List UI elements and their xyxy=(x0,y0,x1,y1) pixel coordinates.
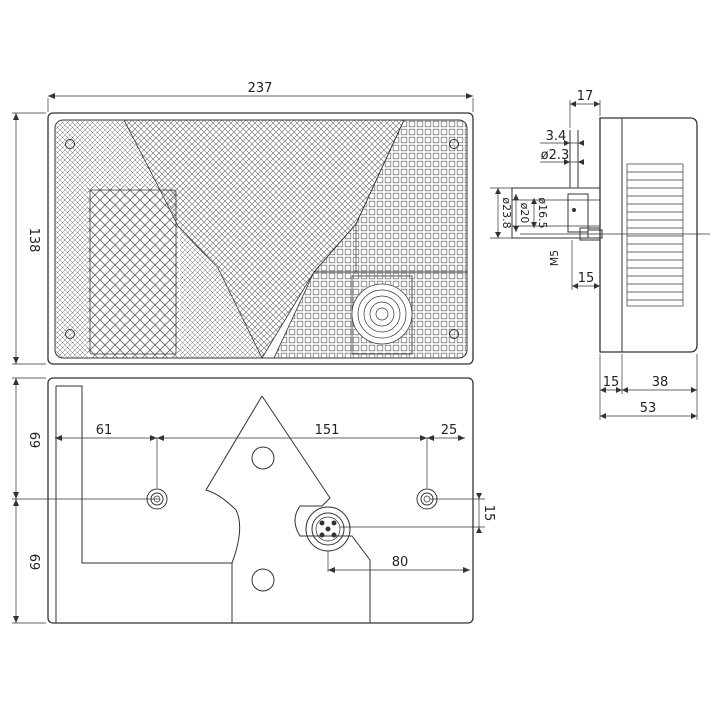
back-boss-hole-bottom xyxy=(251,568,275,592)
side-pin-diameter-label: ø2.3 xyxy=(541,148,570,163)
side-bottom-dimensions: 15 38 53 xyxy=(599,354,698,420)
side-thread-length-label: 15 xyxy=(578,271,595,286)
side-pin-diameter-dimension: ø2.3 xyxy=(540,148,584,165)
back-vertical-offset-dimension: 15 xyxy=(476,493,496,533)
front-hole-bottom-right xyxy=(449,329,459,339)
side-lens-ribs xyxy=(626,163,684,307)
right-hole-offset-label: 25 xyxy=(441,423,458,438)
front-outer-body xyxy=(47,112,474,365)
back-hole-spacing-dimensions: 61 151 25 xyxy=(55,423,465,488)
diameter-20-label: ø20 xyxy=(518,203,531,224)
side-housing xyxy=(599,117,698,353)
front-width-label: 237 xyxy=(248,81,273,96)
side-thread-label: M5 xyxy=(548,250,561,267)
front-hole-top-right xyxy=(449,139,459,149)
diameter-23-8-label: ø23.8 xyxy=(500,197,513,228)
left-hole-offset-label: 61 xyxy=(96,423,113,438)
fog-lamp-rings xyxy=(351,283,413,345)
back-connector-dimension: 80 xyxy=(327,551,470,573)
upper-left-reflector xyxy=(87,120,158,186)
side-stud-label: 3.4 xyxy=(546,129,567,144)
side-thread-length-dimension: 15 xyxy=(571,240,601,290)
front-hole-bottom-left xyxy=(65,329,75,339)
back-height-dimensions: 69 69 xyxy=(12,377,46,624)
vertical-offset-label: 15 xyxy=(481,505,496,522)
hole-spacing-label: 151 xyxy=(315,423,340,438)
lower-middle-reflector xyxy=(180,226,262,358)
side-view: 17 3.4 ø2.3 ø23.8 ø20 ø16.5 xyxy=(490,89,710,420)
front-hole-top-left xyxy=(65,139,75,149)
side-stud-dimension: 3.4 xyxy=(540,129,584,146)
side-total-depth-label: 53 xyxy=(640,401,657,416)
front-view: 237 138 xyxy=(12,81,474,365)
side-bottom-right-label: 38 xyxy=(652,375,669,390)
side-m5-stud xyxy=(520,227,710,241)
left-reflector-strip xyxy=(55,120,87,358)
front-height-dimension: 138 xyxy=(12,112,46,365)
side-connector-stub xyxy=(511,130,601,239)
back-lower-half-label: 69 xyxy=(26,554,41,571)
back-view: 69 69 61 151 25 15 80 xyxy=(12,377,496,624)
side-top-depth-dimension: 17 xyxy=(569,89,601,128)
side-connector-diameter-dimensions: ø23.8 ø20 ø16.5 xyxy=(490,187,549,239)
back-boss-hole-top xyxy=(251,446,275,470)
side-bottom-left-label: 15 xyxy=(603,375,620,390)
diameter-16-5-label: ø16.5 xyxy=(536,197,549,228)
back-connector xyxy=(305,506,351,552)
front-width-dimension: 237 xyxy=(47,81,474,112)
back-triangle-boss xyxy=(205,395,371,623)
connector-offset-label: 80 xyxy=(392,555,409,570)
back-l-rib xyxy=(56,385,233,623)
front-height-label: 138 xyxy=(26,228,41,253)
side-top-depth-label: 17 xyxy=(577,89,594,104)
back-upper-half-label: 69 xyxy=(26,432,41,449)
reversing-lens xyxy=(89,189,177,355)
back-outer-body xyxy=(47,377,474,624)
